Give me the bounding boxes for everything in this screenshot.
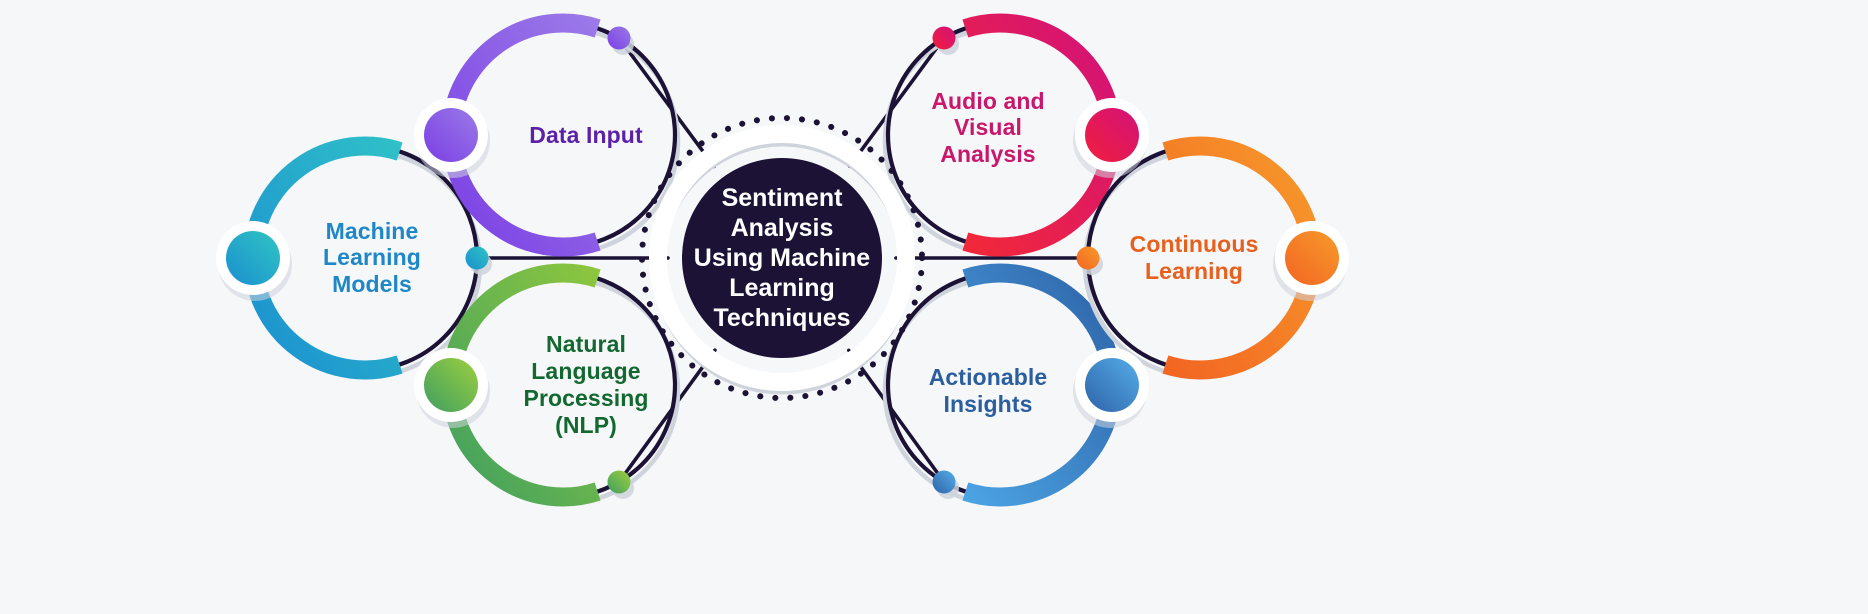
connector-dot-natural-language-processing xyxy=(607,470,631,494)
connector-dot-actionable-insights xyxy=(932,470,956,494)
node-badge-audio-and-visual-analysis xyxy=(1085,108,1139,162)
node-badge-continuous-learning xyxy=(1285,231,1339,285)
connector-layer xyxy=(475,36,1090,484)
center-title: Sentiment Analysis Using Machine Learnin… xyxy=(693,184,871,332)
connector-dot-layer xyxy=(465,26,1103,499)
connector-line-natural-language-processing xyxy=(617,348,717,484)
connector-line-data-input xyxy=(617,36,716,169)
node-badge-actionable-insights xyxy=(1085,358,1139,412)
center-node-layer xyxy=(639,115,925,401)
connector-line-actionable-insights xyxy=(847,348,946,484)
node-badge-layer xyxy=(216,98,1349,428)
connector-dot-data-input xyxy=(607,26,631,50)
node-badge-natural-language-processing xyxy=(424,358,478,412)
center-dotted-ring xyxy=(639,115,925,401)
node-badge-data-input xyxy=(424,108,478,162)
connector-dot-audio-and-visual-analysis xyxy=(932,26,956,50)
connector-dot-machine-learning-models xyxy=(465,246,489,270)
center-halo xyxy=(649,125,915,391)
node-badge-machine-learning-models xyxy=(226,231,280,285)
connector-dot-continuous-learning xyxy=(1076,246,1100,270)
connector-line-audio-and-visual-analysis xyxy=(847,36,946,169)
center-disc xyxy=(682,158,882,358)
